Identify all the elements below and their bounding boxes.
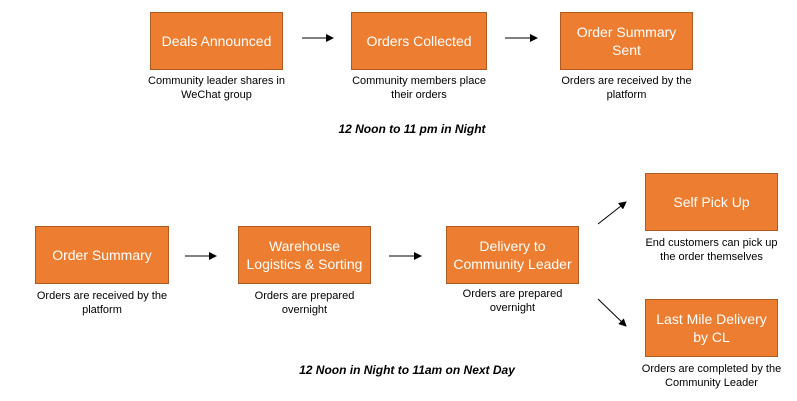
- order-summary-label: Order Summary: [52, 247, 152, 263]
- delivery-to-cl-caption: Orders are prepared overnight: [462, 288, 563, 314]
- self-pick-up-label: Self Pick Up: [673, 194, 750, 210]
- row1-time-period: 12 Noon to 11 pm in Night: [338, 122, 486, 136]
- warehouse-logistics-caption: Orders are prepared overnight: [254, 290, 355, 316]
- order-summary-sent-label: Order Summary Sent: [576, 24, 677, 58]
- orders-collected-label: Orders Collected: [366, 33, 472, 49]
- delivery-to-cl-box: Delivery to Community Leader: [446, 226, 579, 284]
- row2-time-period: 12 Noon in Night to 11am on Next Day: [299, 363, 515, 377]
- self-pick-up-caption: End customers can pick up the order them…: [645, 237, 778, 263]
- deals-announced-caption: Community leader shares in WeChat group: [148, 75, 285, 101]
- warehouse-logistics-box: Warehouse Logistics & Sorting: [238, 226, 371, 284]
- warehouse-logistics-label: Warehouse Logistics & Sorting: [246, 238, 363, 272]
- delivery-to-cl-label: Delivery to Community Leader: [453, 238, 572, 272]
- orders-collected-caption: Community members place their orders: [352, 75, 486, 101]
- last-mile-delivery-caption: Orders are completed by the Community Le…: [641, 363, 782, 389]
- order-summary-caption: Orders are received by the platform: [36, 290, 168, 316]
- order-summary-sent-box: Order Summary Sent: [560, 12, 693, 70]
- orders-collected-box: Orders Collected: [351, 12, 487, 70]
- deals-announced-label: Deals Announced: [161, 33, 272, 49]
- deals-announced-box: Deals Announced: [150, 12, 283, 70]
- self-pick-up-box: Self Pick Up: [645, 173, 778, 231]
- arrow-delivery-to-self-pickup: [597, 201, 627, 225]
- arrow-delivery-to-last-mile: [597, 298, 627, 327]
- last-mile-delivery-label: Last Mile Delivery by CL: [656, 311, 767, 345]
- last-mile-delivery-box: Last Mile Delivery by CL: [645, 299, 778, 357]
- order-summary-sent-caption: Orders are received by the platform: [561, 75, 692, 101]
- order-summary-box: Order Summary: [35, 226, 169, 284]
